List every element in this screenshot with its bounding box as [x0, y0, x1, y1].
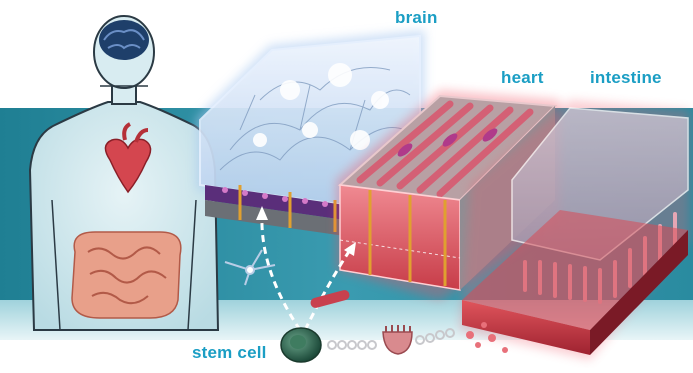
intestine-label: intestine [590, 68, 662, 88]
heart-label: heart [501, 68, 544, 88]
brain-label: brain [395, 8, 438, 28]
stem-cell [281, 328, 321, 362]
intestine-organ [72, 232, 181, 318]
brain-organ [99, 20, 149, 60]
human-figure [30, 16, 218, 330]
stem-cell-label: stem cell [192, 343, 267, 363]
